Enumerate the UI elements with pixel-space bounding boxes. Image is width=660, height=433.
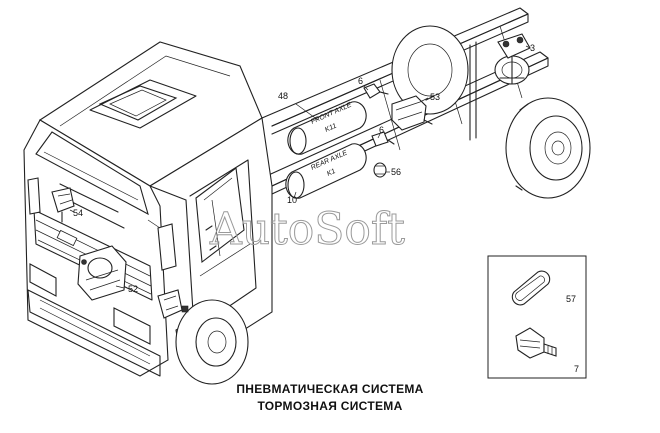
callout-53: 53	[430, 92, 440, 102]
brake-chamber	[494, 33, 531, 85]
tank-front-code: K11	[324, 123, 338, 134]
callout-52: 52	[128, 284, 138, 294]
caption-brake-system: ТОРМОЗНАЯ СИСТЕМА	[257, 399, 403, 413]
fitting-upper	[363, 83, 389, 99]
callout-6-lower: 6	[379, 125, 384, 135]
callout-54: 54	[73, 208, 83, 218]
callout-57: 57	[566, 294, 576, 304]
callout-7: 7	[574, 364, 579, 374]
truck-cab	[23, 41, 273, 377]
callout-48: 48	[278, 91, 288, 101]
detail-inset: 57 7	[487, 255, 587, 379]
sealing-ring	[511, 270, 551, 306]
front-wheel	[175, 299, 249, 385]
caption-pneumatic-system: ПНЕВМАТИЧЕСКАЯ СИСТЕМА	[236, 382, 424, 396]
air-dryer	[77, 245, 127, 301]
callout-3: 3	[530, 43, 535, 53]
callout-10: 10	[287, 195, 297, 205]
watermark: AutoSoft	[209, 204, 405, 255]
callout-6-upper: 6	[358, 76, 363, 86]
relay-valve	[391, 95, 435, 131]
threaded-fitting	[515, 327, 557, 359]
tank-rear-code: K1	[326, 168, 337, 178]
callout-56: 56	[391, 167, 401, 177]
valve-front-upper	[51, 187, 75, 223]
leader-lines	[69, 45, 531, 289]
pressure-sensor	[373, 162, 387, 178]
rear-wheel-front	[505, 97, 591, 199]
fitting-lower	[371, 131, 395, 147]
valve-front-lower	[157, 289, 189, 319]
rear-wheel-back	[391, 25, 469, 115]
